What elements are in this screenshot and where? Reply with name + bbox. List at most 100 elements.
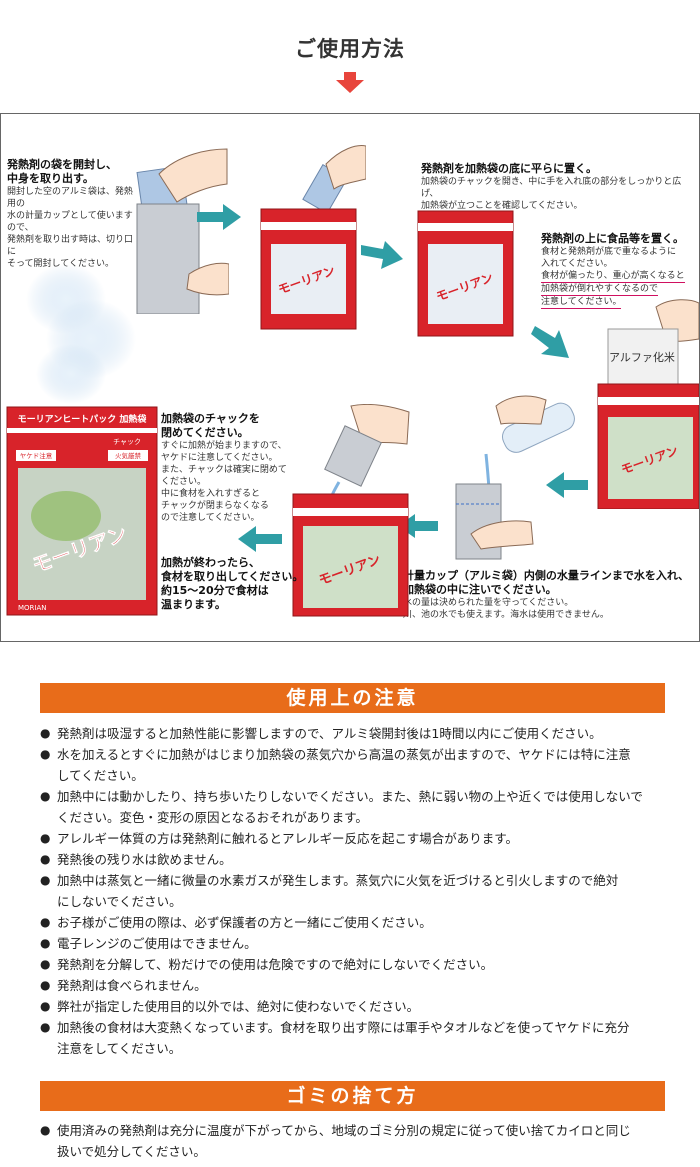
cautions-item-text: アレルギー体質の方は発熱剤に触れるとアレルギー反応を起こす場合があります。 [57,831,519,846]
step6-text: 加熱が終わったら、 食材を取り出してください。 約15～20分で食材は 温まりま… [161,556,311,612]
bullet-icon: ● [40,999,51,1013]
step4-heading: 計量カップ（アルミ袋）内側の水量ラインまで水を入れ、 [403,569,689,582]
step2-text: 発熱剤を加熱袋の底に平らに置く。 加熱袋のチャックを開き、中に手を入れ底の部分を… [421,162,691,212]
cautions-item-text: ください。変色・変形の原因となるおそれがあります。 [57,810,368,825]
bullet-icon: ● [40,957,51,971]
step6-illustration: モーリアンヒートパック 加熱袋 チャック ヤケド注意 火気厳禁 モーリアン MO… [6,406,158,616]
cautions-item: ● 加熱中は蒸気と一緒に微量の水素ガスが発生します。蒸気穴に火気を近づけると引火し… [40,870,670,912]
teal-arrow-icon [531,326,569,358]
step5-body-2: ヤケドに注意してください。 [161,453,278,463]
bullet-icon: ● [40,726,51,740]
step5-illustration: モーリアン [292,404,410,617]
step1-heading-1: 発熱剤の袋を開封し、 [7,158,117,171]
step5-body-6: チャックが閉まらなくなる [161,501,269,511]
bag-logo: MORIAN [18,604,47,612]
disposal-item-text: 扱いで処分してください。 [57,1144,206,1159]
step5-heading-2: 閉めてください。 [161,426,249,439]
step1-heading-2: 中身を取り出す。 [7,172,94,185]
step3-warning-3: 注意してください。 [541,297,622,309]
step6-heading-3: 約15～20分で食材は [161,584,269,597]
bag-label-right: 火気厳禁 [115,451,142,460]
cautions-item: ● 発熱後の残り水は飲めません。 [40,849,670,870]
cautions-item: ●発熱剤は吸湿すると加熱性能に影響しますので、アルミ袋開封後は1時間以内にご使用… [40,723,670,744]
teal-arrow-icon [546,472,588,498]
teal-arrow-icon [238,526,282,552]
step5-heading-1: 加熱袋のチャックを [161,412,260,425]
cautions-item-text: にしないでください。 [57,894,182,909]
cautions-item-text: 発熱剤は食べられません。 [57,978,207,993]
bag-brand-text: モーリアンヒートパック 加熱袋 [18,413,148,425]
cautions-item: ● 加熱後の食材は大変熱くなっています。食材を取り出す際には軍手やタオルなどを使っ… [40,1017,670,1059]
step4-illustration [455,395,575,560]
step6-heading-2: 食材を取り出してください。 [161,570,304,583]
step1-body-2: 水の計量カップとして使いますので、 [7,211,133,233]
cautions-item-text: 発熱後の残り水は飲めません。 [57,852,232,867]
bullet-icon: ● [40,936,51,950]
cautions-item-text: 加熱中は蒸気と一緒に微量の水素ガスが発生します。蒸気穴に火気を近づけると引火しま… [57,873,619,888]
step5-body-7: ので注意してください。 [161,513,260,523]
step6-heading-4: 温まります。 [161,598,226,611]
step4-text: 計量カップ（アルミ袋）内側の水量ラインまで水を入れ、 加熱袋の中に注いでください… [403,569,698,621]
disposal-item: ●使用済みの発熱剤は充分に温度が下がってから、地域のゴミ分別の規定に従って使い捨… [40,1120,670,1162]
bullet-icon: ● [40,789,51,803]
bullet-icon: ● [40,978,51,992]
step3-body-1: 食材と発熱剤が底で重なるように [541,247,677,257]
teal-arrow-icon [197,204,241,230]
step3-warning-1: 食材が偏ったり、重心が高くなると [541,271,685,283]
cautions-item-text: 注意をしてください。 [57,1041,182,1056]
disposal-banner: ゴミの捨て方 [40,1081,665,1111]
step1-body-3: 発熱剤を取り出す時は、切り口に [7,235,134,257]
disposal-item-text: 使用済みの発熱剤は充分に温度が下がってから、地域のゴミ分別の規定に従って使い捨て… [57,1123,631,1138]
step4-body-2: 川、池の水でも使えます。海水は使用できません。 [403,610,609,620]
step2-illustration: モーリアン [260,145,366,330]
cautions-item: ● 弊社が指定した使用目的以外では、絶対に使わないでください。 [40,996,670,1017]
cautions-item: ● 水を加えるとすぐに加熱がはじまり加熱袋の蒸気穴から高温の蒸気が出ますので、ヤケ… [40,744,670,786]
cautions-item-text: 電子レンジのご使用はできません。 [57,936,257,951]
cautions-item-text: 弊社が指定した使用目的以外では、絶対に使わないでください。 [57,999,420,1014]
cautions-banner: 使用上の注意 [40,683,665,713]
teal-arrow-icon [361,241,403,269]
cautions-item: ● お子様がご使用の際は、必ず保護者の方と一緒にご使用ください。 [40,912,670,933]
cautions-item: ● アレルギー体質の方は発熱剤に触れるとアレルギー反応を起こす場合があります。 [40,828,670,849]
step3-warning-2: 加熱袋が倒れやすくなるので [541,284,659,296]
cautions-item-text: してください。 [57,768,144,783]
cautions-item-text: 水を加えるとすぐに加熱がはじまり加熱袋の蒸気穴から高温の蒸気が出ますので、ヤケド… [57,747,631,762]
cautions-item: ● 電子レンジのご使用はできません。 [40,933,670,954]
bullet-icon: ● [40,873,51,887]
rice-pack-label: アルファ化米 [609,350,675,364]
step5-body-4: ください。 [161,477,207,487]
step1-text: 発熱剤の袋を開封し、 中身を取り出す。 開封した空のアルミ袋は、発熱用の 水の計… [7,158,137,270]
step4-heading-2: 加熱袋の中に注いでください。 [403,583,557,596]
bullet-icon: ● [40,831,51,845]
step1-body-4: そって開封してください。 [7,259,115,269]
cautions-list: ●発熱剤は吸湿すると加熱性能に影響しますので、アルミ袋開封後は1時間以内にご使用… [40,723,670,1059]
step1-body-1: 開封した空のアルミ袋は、発熱用の [7,187,133,209]
step3-heading: 発熱剤の上に食品等を置く。 [541,232,684,245]
bullet-icon: ● [40,747,51,761]
usage-diagram: 発熱剤の袋を開封し、 中身を取り出す。 開封した空のアルミ袋は、発熱用の 水の計… [0,113,700,642]
cautions-item-text: 加熱中には動かしたり、持ち歩いたりしないでください。また、熱に弱い物の上や近くで… [57,789,643,804]
step5-body-3: また、チャックは確実に閉めて [161,465,287,475]
step3-body-2: 入れてください。 [541,259,613,269]
steam-cloud-illustration [26,264,136,404]
cautions-item-text: お子様がご使用の際は、必ず保護者の方と一緒にご使用ください。 [57,915,432,930]
bullet-icon: ● [40,852,51,866]
step6-heading-1: 加熱が終わったら、 [161,556,260,569]
step2-body-2: 加熱袋が立つことを確認してください。 [421,201,583,211]
down-arrow-icon [336,72,364,93]
page-title: ご使用方法 [295,37,405,61]
step2-heading: 発熱剤を加熱袋の底に平らに置く。 [421,162,597,175]
cautions-item: ● 発熱剤は食べられません。 [40,975,670,996]
step5-body-1: すぐに加熱が始まりますので、 [161,441,287,451]
cautions-item-text: 加熱後の食材は大変熱くなっています。食材を取り出す際には軍手やタオルなどを使って… [57,1020,630,1035]
cautions-item-text: 発熱剤を分解して、粉だけでの使用は危険ですので絶対にしないでください。 [57,957,494,972]
step4-body-1: 水の量は決められた量を守ってください。 [403,598,574,608]
cautions-item: ● 加熱中には動かしたり、持ち歩いたりしないでください。また、熱に弱い物の上や近く… [40,786,670,828]
step3-text: 発熱剤の上に食品等を置く。 食材と発熱剤が底で重なるように 入れてください。 食… [541,232,696,309]
step5-body-5: 中に食材を入れすぎると [161,489,261,499]
step5-text: 加熱袋のチャックを 閉めてください。 すぐに加熱が始まりますので、 ヤケドに注意… [161,412,301,524]
bag-label-left: ヤケド注意 [20,451,53,460]
bullet-icon: ● [40,1020,51,1034]
step1-illustration [136,148,229,314]
bullet-icon: ● [40,915,51,929]
